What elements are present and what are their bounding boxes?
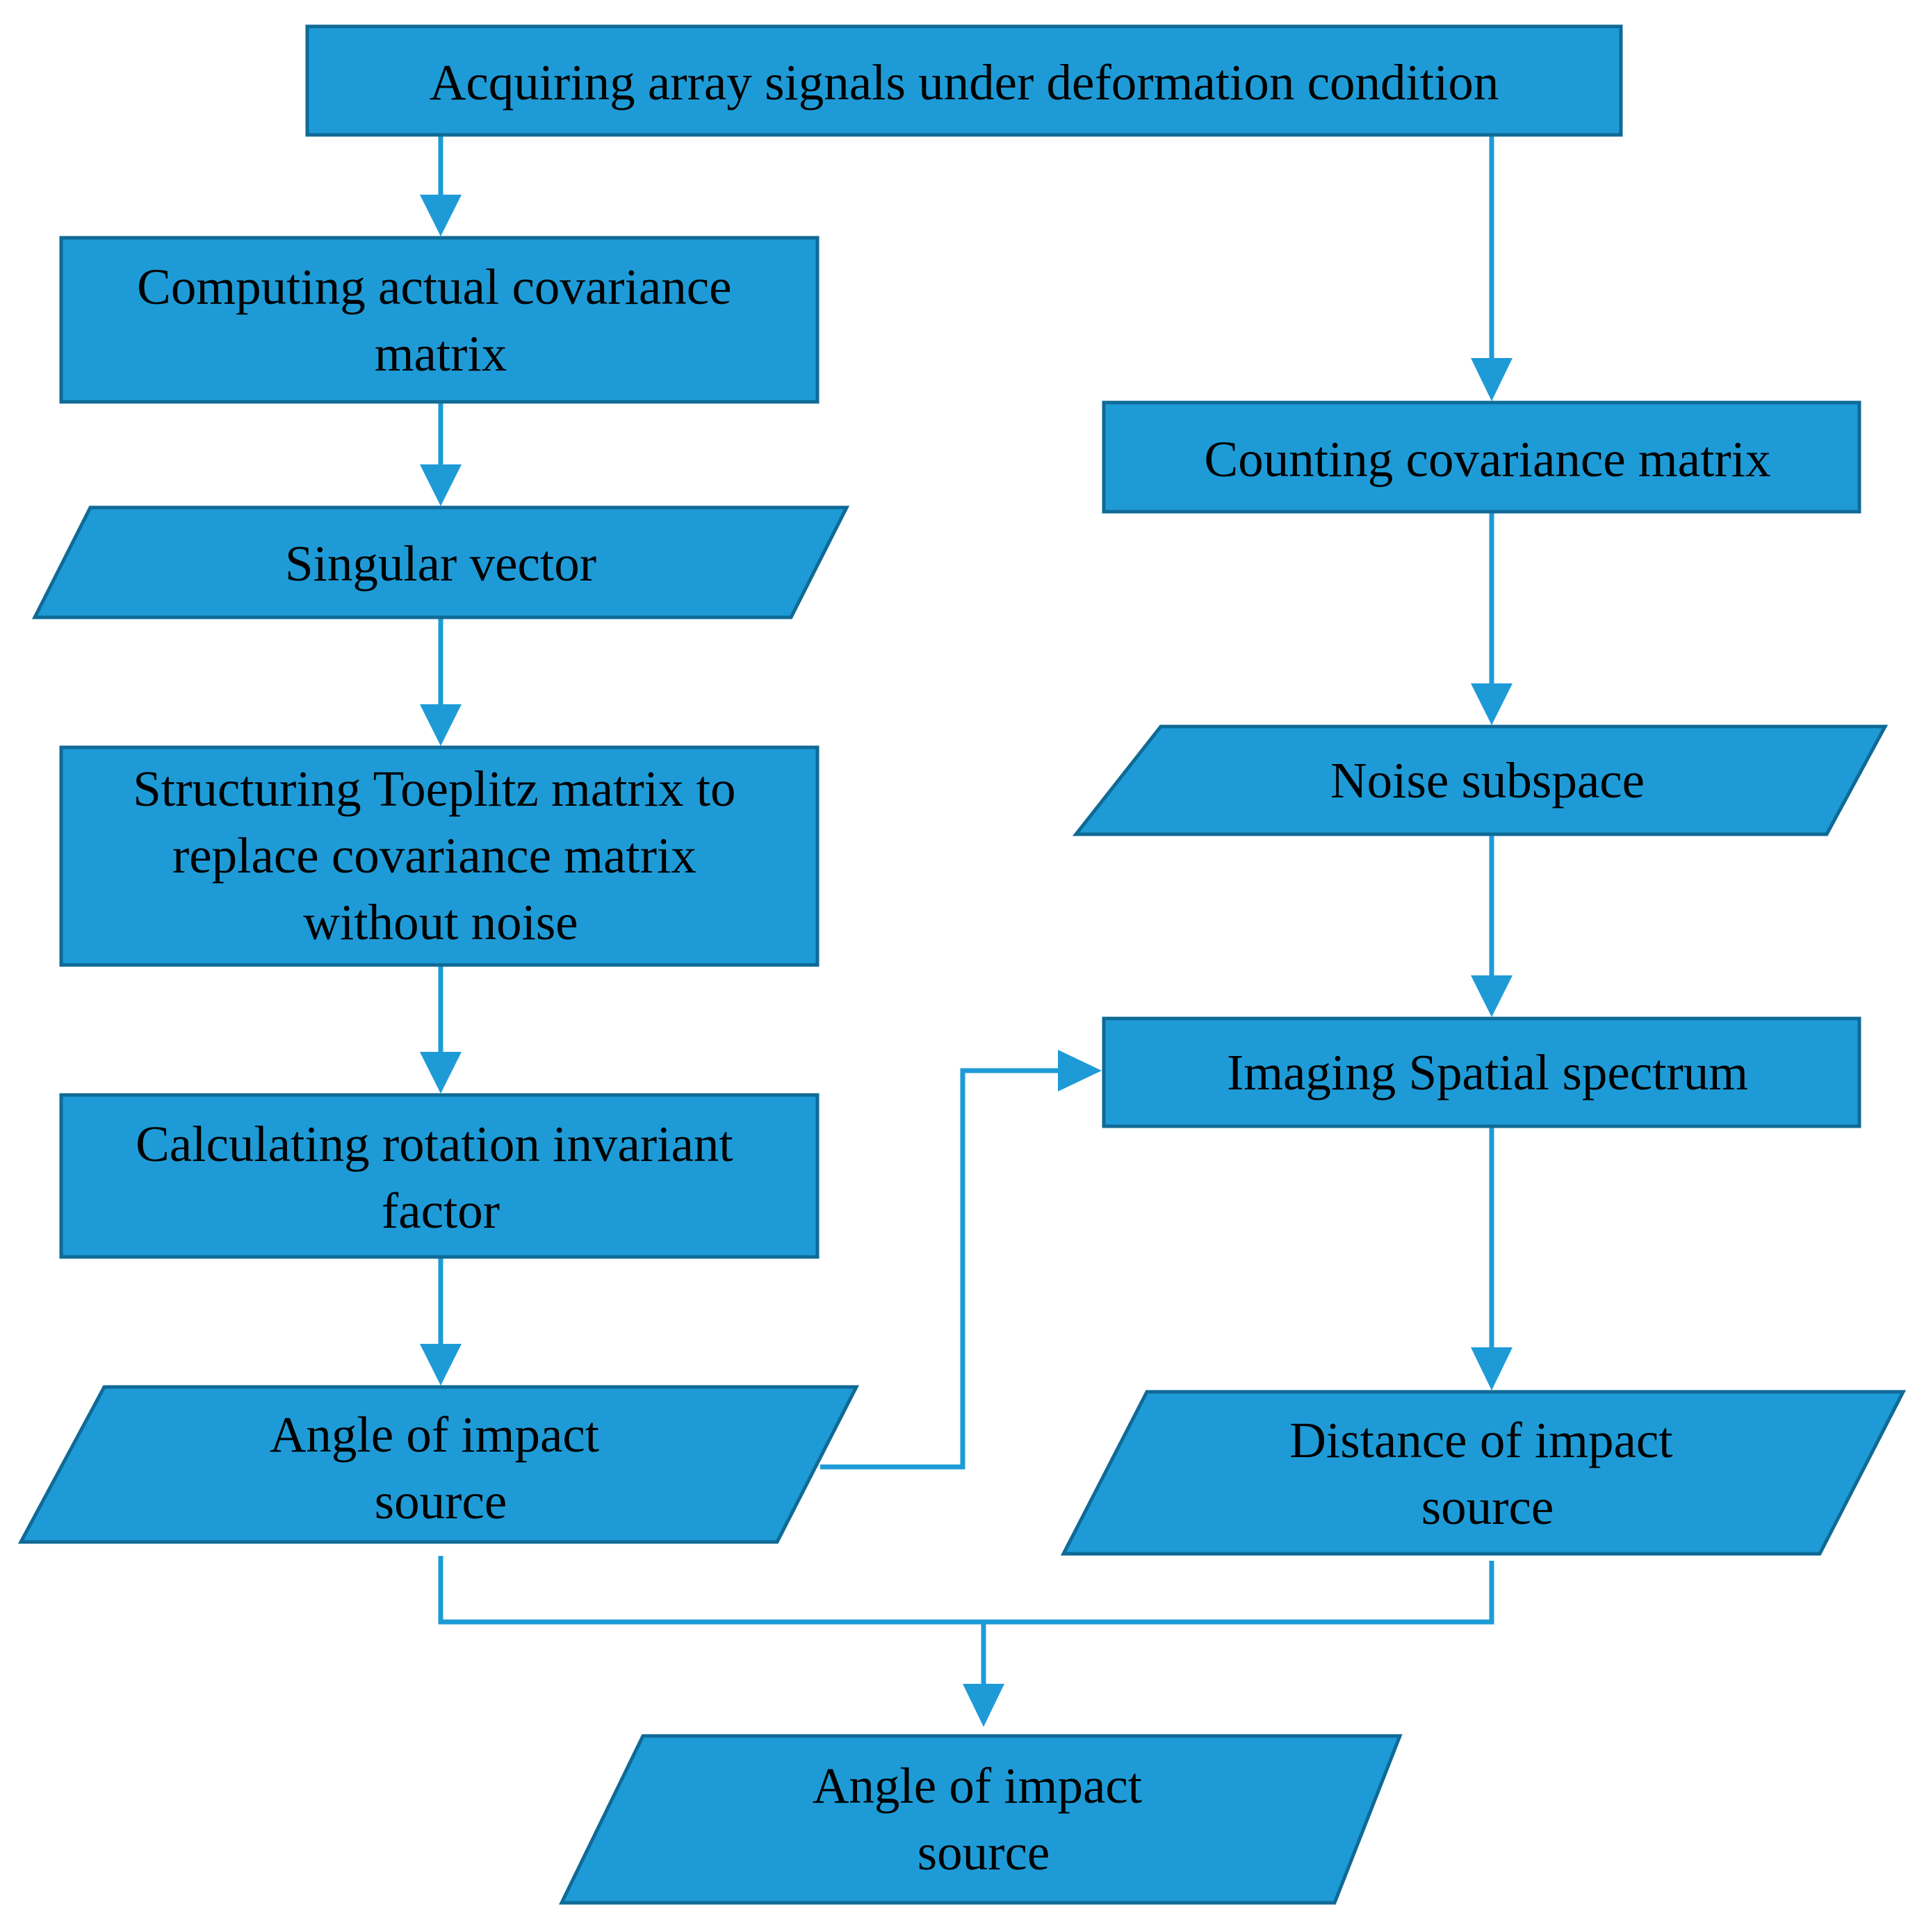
actual-cov-line-1: Computing actual covariance <box>137 259 731 315</box>
distance-line-1: Distance of impact <box>1289 1412 1672 1468</box>
singular-label: Singular vector <box>285 535 596 592</box>
count-cov-line-1: Counting covariance matrix <box>1205 431 1771 487</box>
actual-cov-label: Computing actual covariance matrix <box>137 259 744 382</box>
distance-label: Distance of impact source <box>1289 1412 1686 1535</box>
connector-merge-to-bottom <box>438 1556 1494 1686</box>
angle-bottom-line-2: source <box>918 1824 1050 1881</box>
arrowhead-noise <box>1471 683 1513 725</box>
acquire-label: Acquiring array signals under deformatio… <box>430 54 1499 111</box>
toeplitz-line-1: Structuring Toeplitz matrix to <box>133 761 735 817</box>
noise-label: Noise subspace <box>1330 752 1645 809</box>
connector-angle-to-imaging <box>820 1068 1060 1470</box>
angle-left-label: Angle of impact source <box>270 1406 612 1529</box>
actual-cov-box <box>59 236 820 404</box>
imaging-line-1: Imaging Spatial spectrum <box>1227 1044 1748 1101</box>
arrowhead-actual-cov <box>420 195 462 236</box>
distance-parallelogram <box>1060 1390 1907 1556</box>
noise-parallelogram <box>1072 724 1889 836</box>
arrowheads <box>420 195 1513 1727</box>
arrowhead-distance <box>1471 1347 1513 1390</box>
acquire-line-1: Acquiring array signals under deformatio… <box>430 54 1499 111</box>
acquire-box <box>305 24 1623 137</box>
angle-left-line-1: Angle of impact <box>270 1406 599 1463</box>
rotation-label: Calculating rotation invariant factor <box>136 1116 746 1239</box>
toeplitz-line-3: without noise <box>303 894 578 950</box>
angle-left-parallelogram <box>17 1385 860 1544</box>
singular-line-1: Singular vector <box>285 535 596 592</box>
connectors <box>438 136 1494 1686</box>
actual-cov-line-2: matrix <box>375 325 507 382</box>
distance-line-2: source <box>1421 1479 1554 1535</box>
singular-parallelogram <box>31 505 850 619</box>
arrowhead-singular <box>420 464 462 506</box>
arrowhead-imaging <box>1471 975 1513 1017</box>
toeplitz-line-2: replace covariance matrix <box>172 827 696 884</box>
count-cov-box <box>1102 400 1861 514</box>
rotation-line-2: factor <box>382 1183 500 1239</box>
arrowhead-toeplitz <box>420 704 462 746</box>
arrowhead-angle-bottom <box>963 1684 1004 1727</box>
angle-bottom-parallelogram <box>559 1734 1403 1905</box>
node-labels: Acquiring array signals under deformatio… <box>133 54 1770 1881</box>
imaging-label: Imaging Spatial spectrum <box>1227 1044 1748 1101</box>
imaging-box <box>1102 1016 1861 1128</box>
toeplitz-label: Structuring Toeplitz matrix to replace c… <box>133 761 749 950</box>
angle-bottom-label: Angle of impact source <box>813 1758 1155 1881</box>
rotation-line-1: Calculating rotation invariant <box>136 1116 733 1172</box>
arrowhead-imaging-side <box>1058 1050 1102 1091</box>
arrowhead-angle-left <box>420 1344 462 1386</box>
rotation-box <box>59 1093 820 1259</box>
node-shapes <box>17 24 1907 1905</box>
count-cov-label: Counting covariance matrix <box>1205 431 1771 487</box>
arrowhead-count-cov <box>1471 358 1513 401</box>
angle-bottom-line-1: Angle of impact <box>813 1758 1142 1814</box>
toeplitz-box <box>59 745 820 967</box>
noise-line-1: Noise subspace <box>1330 752 1645 809</box>
arrowhead-rotation <box>420 1052 462 1094</box>
angle-left-line-2: source <box>375 1473 507 1529</box>
